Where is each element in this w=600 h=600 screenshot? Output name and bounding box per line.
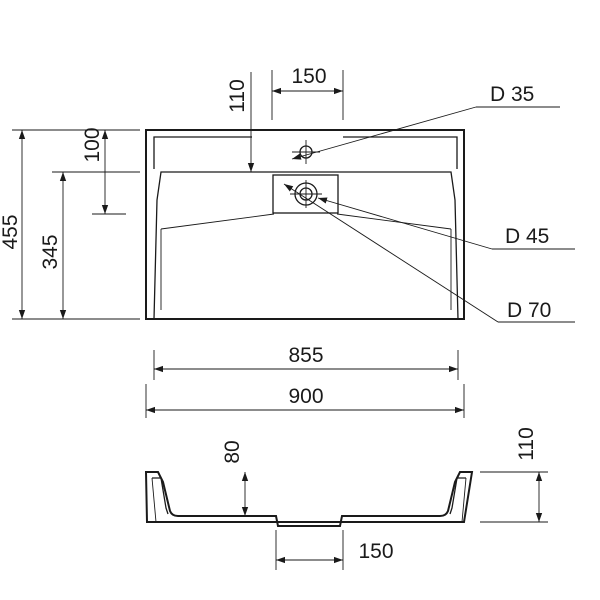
side-view: 80 110 150 xyxy=(144,427,548,570)
leader-drain-cover xyxy=(283,183,499,323)
side-profile-inner xyxy=(449,477,466,515)
dimension-label-tap-spacing: 150 xyxy=(291,65,326,88)
leader-drain xyxy=(317,197,493,250)
dimension-label-basin-height: 80 xyxy=(221,440,244,463)
dimension-label-basin-depth: 345 xyxy=(39,234,62,269)
dimension-label-deck-depth: 100 xyxy=(81,127,104,162)
side-profile-inner xyxy=(152,477,169,515)
basin-slope-left xyxy=(160,213,275,230)
label-drain-diameter: D 45 xyxy=(505,225,549,248)
top-view: 150 110 D 35 D 45 D 70 455 345 100 xyxy=(0,65,575,418)
side-profile-outer xyxy=(144,471,474,527)
side-rim-right xyxy=(461,477,467,523)
basin-slope-right xyxy=(336,213,452,230)
side-rim-left xyxy=(151,477,157,523)
basin-bowl-outline xyxy=(153,171,459,320)
leader-tap-hole xyxy=(291,106,477,160)
dimension-label-overall-width: 900 xyxy=(288,385,323,408)
basin-outer-outline xyxy=(145,129,465,320)
dimension-label-overall-height: 110 xyxy=(515,427,538,460)
dimension-label-side-drain-offset: 150 xyxy=(358,540,393,563)
drain-box xyxy=(272,174,339,214)
label-tap-hole-diameter: D 35 xyxy=(490,83,534,106)
label-drain-cover-diameter: D 70 xyxy=(507,299,551,322)
deck-right-recess xyxy=(343,136,458,169)
dimension-label-drain-offset: 110 xyxy=(226,79,249,112)
dimension-label-overall-depth: 455 xyxy=(0,214,22,249)
dimension-label-basin-width: 855 xyxy=(288,344,323,367)
deck-left-recess xyxy=(153,136,252,169)
